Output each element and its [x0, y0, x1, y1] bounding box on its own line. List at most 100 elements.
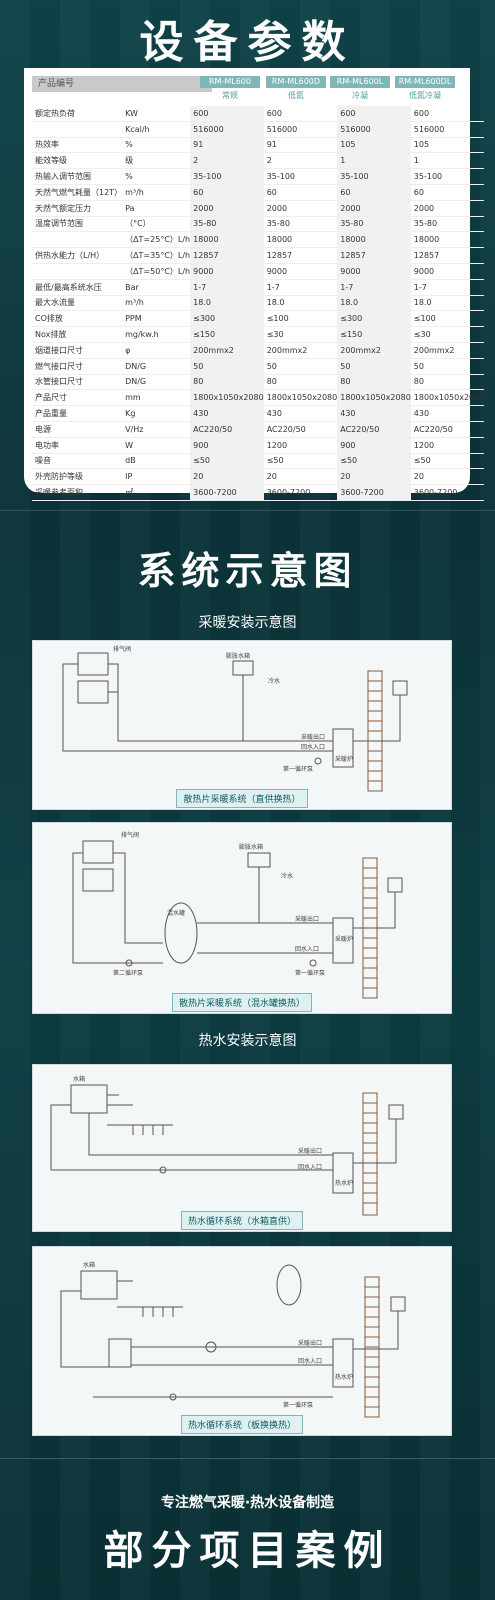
spec-value: 91	[190, 137, 264, 154]
spec-value: ≤50	[190, 453, 264, 470]
diagram-1-drawing: 排气阀 膨胀水箱 冷水 采暖出口 回水入口 采暖炉 第一循环泵	[62, 645, 408, 792]
spec-value: 80	[263, 374, 338, 391]
spec-value: 600	[337, 106, 411, 122]
spec-value: ≤300	[337, 310, 411, 328]
svg-text:第一循环泵: 第一循环泵	[295, 969, 325, 977]
diagram-heating-direct: 排气阀 膨胀水箱 冷水 采暖出口 回水入口 采暖炉 第一循环泵 散热片采暖系统（…	[32, 640, 452, 810]
footer-divider	[0, 1458, 495, 1459]
spec-value: 200mmx2	[337, 342, 411, 359]
spec-unit: KW	[122, 106, 191, 122]
spec-value: 600	[190, 106, 264, 122]
spec-value: 1800x1050x2080	[410, 389, 485, 407]
spec-value: ≤50	[337, 453, 411, 470]
spec-unit: mm	[122, 389, 191, 407]
spec-value: 430	[410, 405, 485, 422]
spec-value: 105	[337, 137, 411, 154]
spec-value: 20	[190, 468, 264, 486]
spec-unit: （ΔT=50°C）L/h	[122, 263, 191, 280]
spec-value: 200mmx2	[410, 342, 485, 359]
spec-unit: Bar	[122, 279, 191, 296]
spec-param: 能效等级	[32, 152, 123, 170]
spec-unit: DN/G	[122, 374, 191, 391]
svg-text:排气阀: 排气阀	[121, 831, 139, 839]
model-1-sub: 常规	[222, 91, 238, 100]
spec-unit: W	[122, 437, 191, 454]
spec-param: Nox排放	[32, 326, 123, 343]
svg-text:水箱: 水箱	[73, 1075, 85, 1083]
spec-value: 1-7	[190, 279, 264, 296]
spec-value: 600	[263, 106, 338, 122]
spec-value: 516000	[190, 121, 264, 138]
spec-value: 35-100	[190, 168, 264, 185]
spec-value: ≤30	[410, 326, 485, 343]
spec-unit: （°C）	[122, 216, 191, 233]
spec-value: 9000	[190, 263, 264, 280]
svg-text:水箱: 水箱	[83, 1261, 95, 1269]
spec-value: ≤50	[410, 453, 485, 470]
spec-value: 18.0	[337, 295, 411, 312]
spec-value: 20	[263, 468, 338, 486]
spec-value: 50	[190, 358, 264, 375]
svg-text:采暖出口: 采暖出口	[301, 733, 325, 741]
diagram-heating-mixing: 排气阀 膨胀水箱 冷水 混水罐 采暖出口 回水入口 采暖炉 第二循环泵 第一循环…	[32, 822, 452, 1014]
spec-unit: V/Hz	[122, 421, 191, 438]
radiator-1	[77, 652, 109, 676]
spec-value: 2	[263, 152, 338, 170]
spec-param	[32, 231, 123, 249]
model-4-sub: 低氮冷凝	[409, 91, 441, 100]
spec-param: 烟道接口尺寸	[32, 342, 123, 359]
spec-value: 12857	[263, 247, 338, 264]
svg-text:采暖出口: 采暖出口	[298, 1147, 322, 1155]
spec-value: 35-80	[410, 216, 485, 233]
spec-value: 80	[190, 374, 264, 391]
spec-unit: dB	[122, 453, 191, 470]
caption-4: 热水循环系统（板换换热）	[180, 1415, 303, 1434]
spec-value: 80	[337, 374, 411, 391]
spec-value: 35-100	[410, 168, 485, 185]
spec-value: ≤100	[263, 310, 338, 328]
spec-value: 3600-7200	[190, 484, 264, 501]
spec-value: ≤30	[263, 326, 338, 343]
spec-param: 产品尺寸	[32, 389, 123, 407]
system-title: 系统示意图	[137, 549, 358, 593]
spec-param: 外壳防护等级	[32, 468, 123, 486]
spec-value: AC220/50	[263, 421, 338, 438]
spec-value: 1-7	[410, 279, 485, 296]
spec-value: 18000	[190, 231, 264, 249]
section-divider	[0, 510, 495, 511]
spec-param: 供热水能力（L/H）	[32, 247, 123, 264]
svg-text:冷水: 冷水	[281, 872, 293, 880]
spec-value: 430	[190, 405, 264, 422]
model-2: RM-ML600D	[266, 76, 326, 88]
spec-value: 600	[410, 106, 485, 122]
spec-value: 35-100	[337, 168, 411, 185]
svg-text:回水入口: 回水入口	[298, 1357, 322, 1365]
spec-value: 200mmx2	[190, 342, 264, 359]
spec-param: 额定热负荷	[32, 106, 123, 122]
spec-card: 产品编号 RM-ML600 RM-ML600D RM-ML600L RM-ML6…	[24, 68, 485, 501]
spec-value: 9000	[337, 263, 411, 280]
spec-value: 20	[337, 468, 411, 486]
spec-value: 60	[337, 184, 411, 201]
spec-unit: Kg	[122, 405, 191, 422]
page-title: 设备参数	[139, 17, 356, 68]
spec-value: ≤300	[190, 310, 264, 328]
model-2-sub: 低氮	[288, 91, 304, 100]
spec-value: 2000	[410, 200, 485, 217]
svg-text:回水入口: 回水入口	[298, 1163, 322, 1171]
spec-value: 35-100	[263, 168, 338, 185]
spec-value: 12857	[410, 247, 485, 264]
caption-3: 热水循环系统（水箱直供）	[180, 1211, 303, 1230]
